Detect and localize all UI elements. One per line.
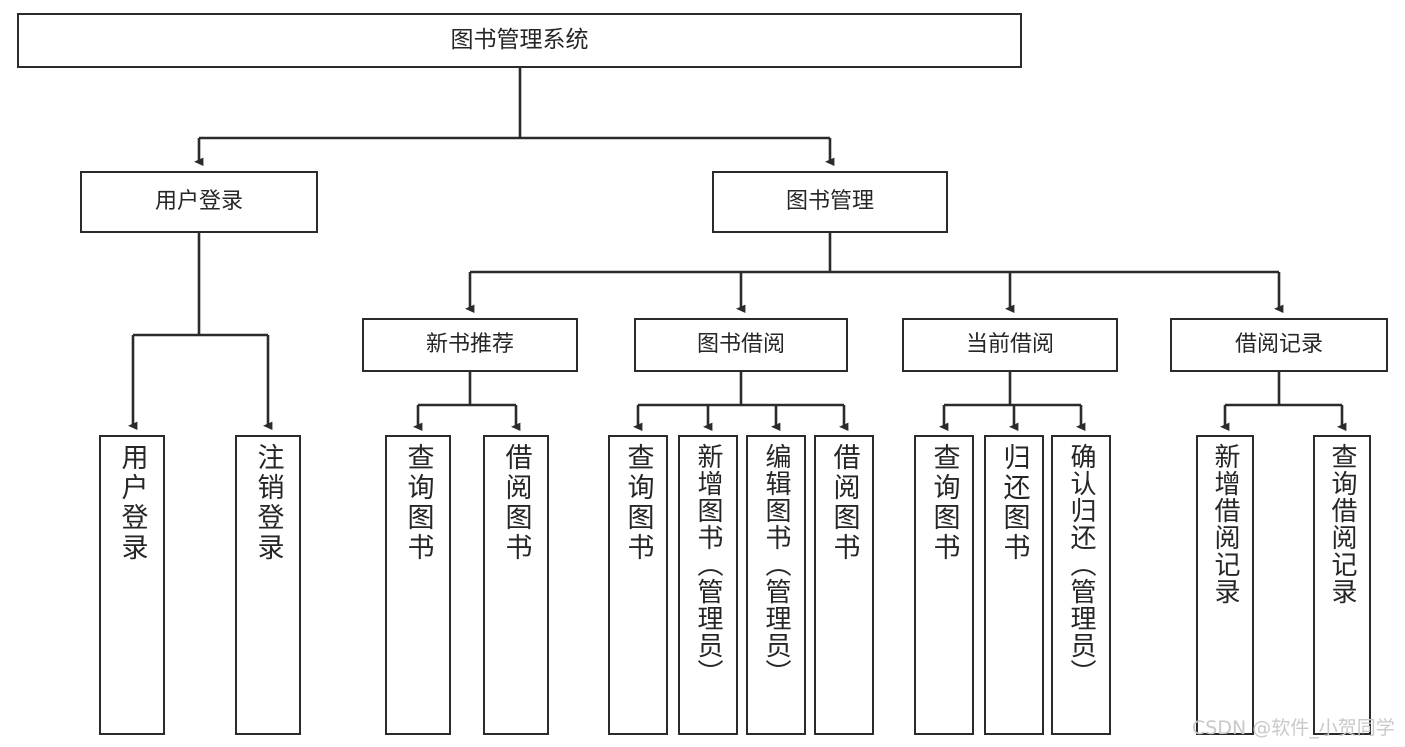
node-borrow-record[interactable]: 借阅记录: [1170, 318, 1388, 372]
node-label: 新增借阅记录: [1210, 443, 1240, 605]
leaf-edit-book-admin[interactable]: 编辑图书（管理员）: [746, 435, 806, 735]
node-label: 借阅记录: [1234, 332, 1323, 358]
node-label: 查询图书: [402, 443, 434, 563]
node-root-system[interactable]: 图书管理系统: [17, 13, 1022, 68]
leaf-add-borrow-record[interactable]: 新增借阅记录: [1196, 435, 1254, 735]
node-label: 注销登录: [252, 443, 284, 563]
leaf-user-login[interactable]: 用户登录: [99, 435, 165, 735]
node-label: 用户登录: [116, 443, 148, 563]
leaf-return-book[interactable]: 归还图书: [984, 435, 1044, 735]
csdn-watermark: CSDN @软件_小贺同学: [1192, 717, 1395, 739]
node-label: 查询借阅记录: [1327, 443, 1357, 605]
node-label: 用户登录: [154, 189, 243, 215]
node-label: 查询图书: [928, 443, 960, 563]
node-label: 确认归还（管理员）: [1066, 443, 1096, 686]
node-label: 借阅图书: [828, 443, 860, 563]
node-label: 归还图书: [998, 443, 1030, 563]
leaf-confirm-return-admin[interactable]: 确认归还（管理员）: [1051, 435, 1111, 735]
leaf-query-book-recommend[interactable]: 查询图书: [385, 435, 451, 735]
node-label: 图书借阅: [696, 332, 785, 358]
node-user-login[interactable]: 用户登录: [80, 171, 318, 233]
leaf-borrow-book[interactable]: 借阅图书: [814, 435, 874, 735]
node-current-borrow[interactable]: 当前借阅: [902, 318, 1118, 372]
leaf-query-book-borrow[interactable]: 查询图书: [608, 435, 668, 735]
node-new-book-recommend[interactable]: 新书推荐: [362, 318, 578, 372]
node-label: 图书管理系统: [450, 27, 589, 54]
node-book-borrow[interactable]: 图书借阅: [634, 318, 848, 372]
leaf-query-book-current[interactable]: 查询图书: [914, 435, 974, 735]
leaf-add-book-admin[interactable]: 新增图书（管理员）: [678, 435, 738, 735]
node-label: 查询图书: [622, 443, 654, 563]
leaf-borrow-book-recommend[interactable]: 借阅图书: [483, 435, 549, 735]
node-label: 新书推荐: [425, 332, 514, 358]
node-label: 编辑图书（管理员）: [761, 443, 791, 686]
leaf-query-borrow-record[interactable]: 查询借阅记录: [1313, 435, 1371, 735]
node-label: 图书管理: [785, 189, 874, 215]
node-label: 新增图书（管理员）: [693, 443, 723, 686]
node-label: 借阅图书: [500, 443, 532, 563]
node-book-manage[interactable]: 图书管理: [712, 171, 948, 233]
node-label: 当前借阅: [965, 332, 1054, 358]
leaf-logout[interactable]: 注销登录: [235, 435, 301, 735]
